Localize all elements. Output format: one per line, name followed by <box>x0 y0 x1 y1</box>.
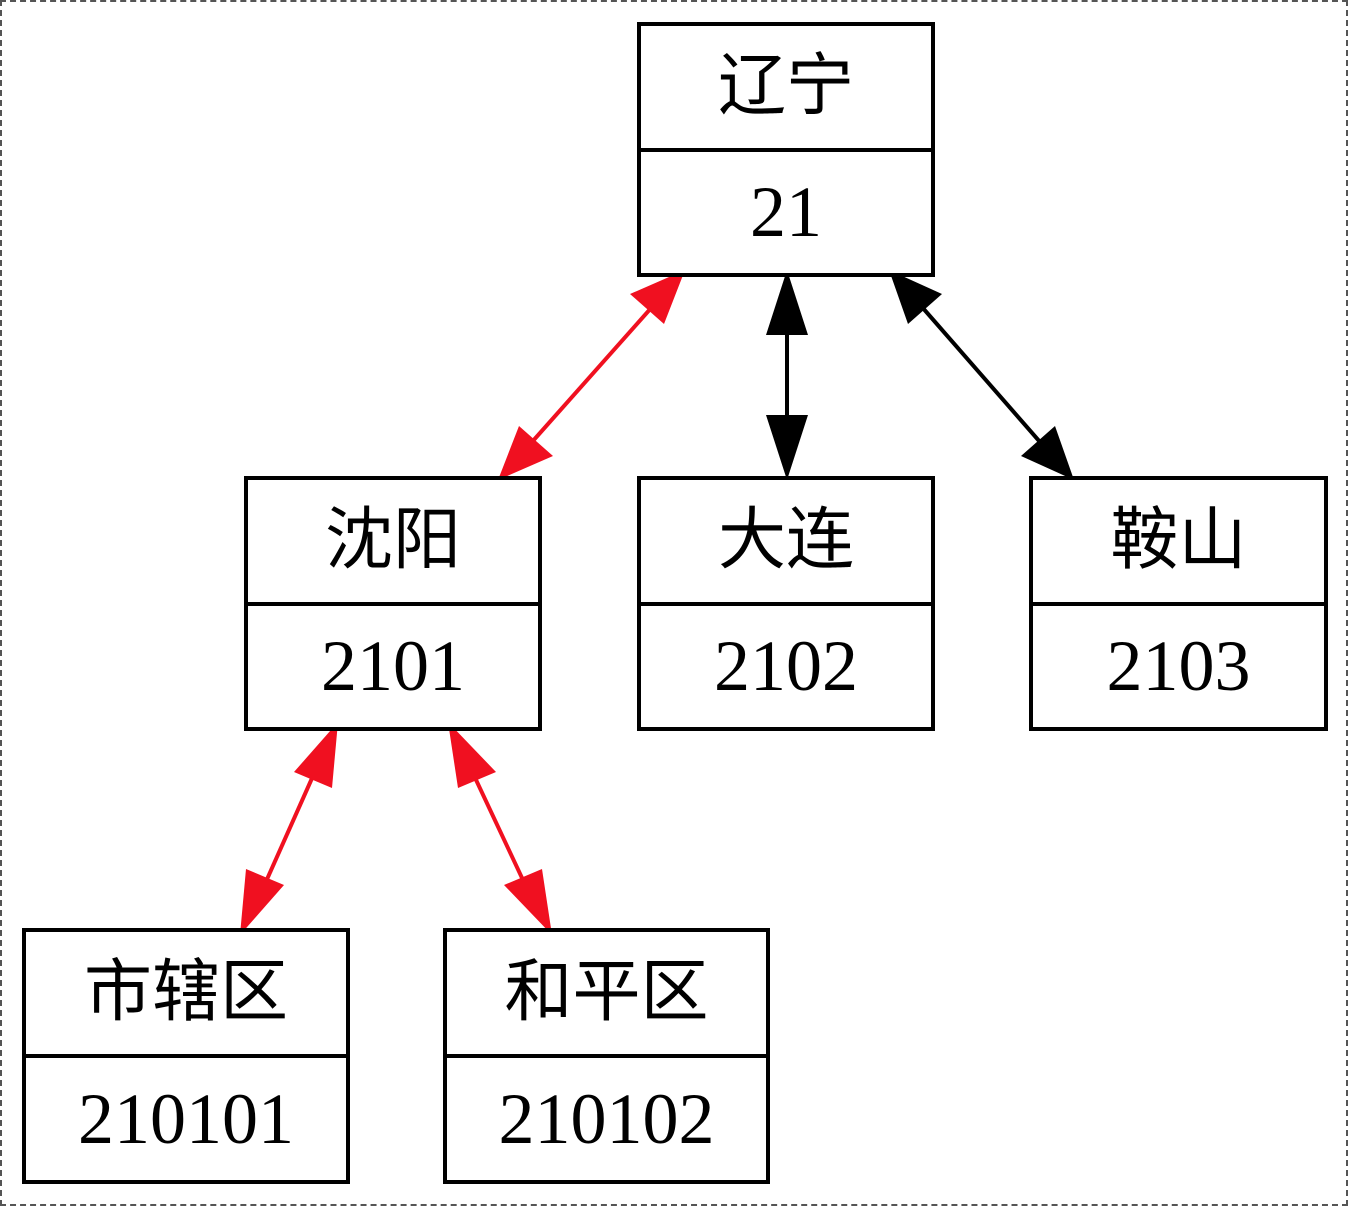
edge-shenyang-shixiaqu <box>240 722 338 935</box>
edge-liaoning-dalian <box>766 270 808 480</box>
node-hepingqu: 和平区 210102 <box>443 928 770 1184</box>
node-hepingqu-name: 和平区 <box>447 932 766 1058</box>
edge-shenyang-hepingqu <box>448 722 552 935</box>
node-anshan-name: 鞍山 <box>1033 480 1324 606</box>
node-shenyang-name: 沈阳 <box>248 480 538 606</box>
node-anshan-code: 2103 <box>1106 626 1251 707</box>
node-liaoning-code: 21 <box>750 172 822 253</box>
node-liaoning-name: 辽宁 <box>641 26 931 152</box>
edge-liaoning-shenyang <box>498 270 685 480</box>
node-dalian: 大连 2102 <box>637 476 935 731</box>
node-liaoning: 辽宁 21 <box>637 22 935 277</box>
node-shixiaqu-name: 市辖区 <box>26 932 346 1058</box>
node-shenyang-code: 2101 <box>321 626 465 707</box>
node-shixiaqu: 市辖区 210101 <box>22 928 350 1184</box>
node-dalian-name: 大连 <box>641 480 931 606</box>
node-dalian-code: 2102 <box>714 626 858 707</box>
node-anshan: 鞍山 2103 <box>1029 476 1328 731</box>
node-shixiaqu-code: 210101 <box>78 1079 294 1159</box>
node-shenyang: 沈阳 2101 <box>244 476 542 731</box>
node-hepingqu-code: 210102 <box>498 1079 715 1159</box>
edge-liaoning-anshan <box>889 270 1074 480</box>
